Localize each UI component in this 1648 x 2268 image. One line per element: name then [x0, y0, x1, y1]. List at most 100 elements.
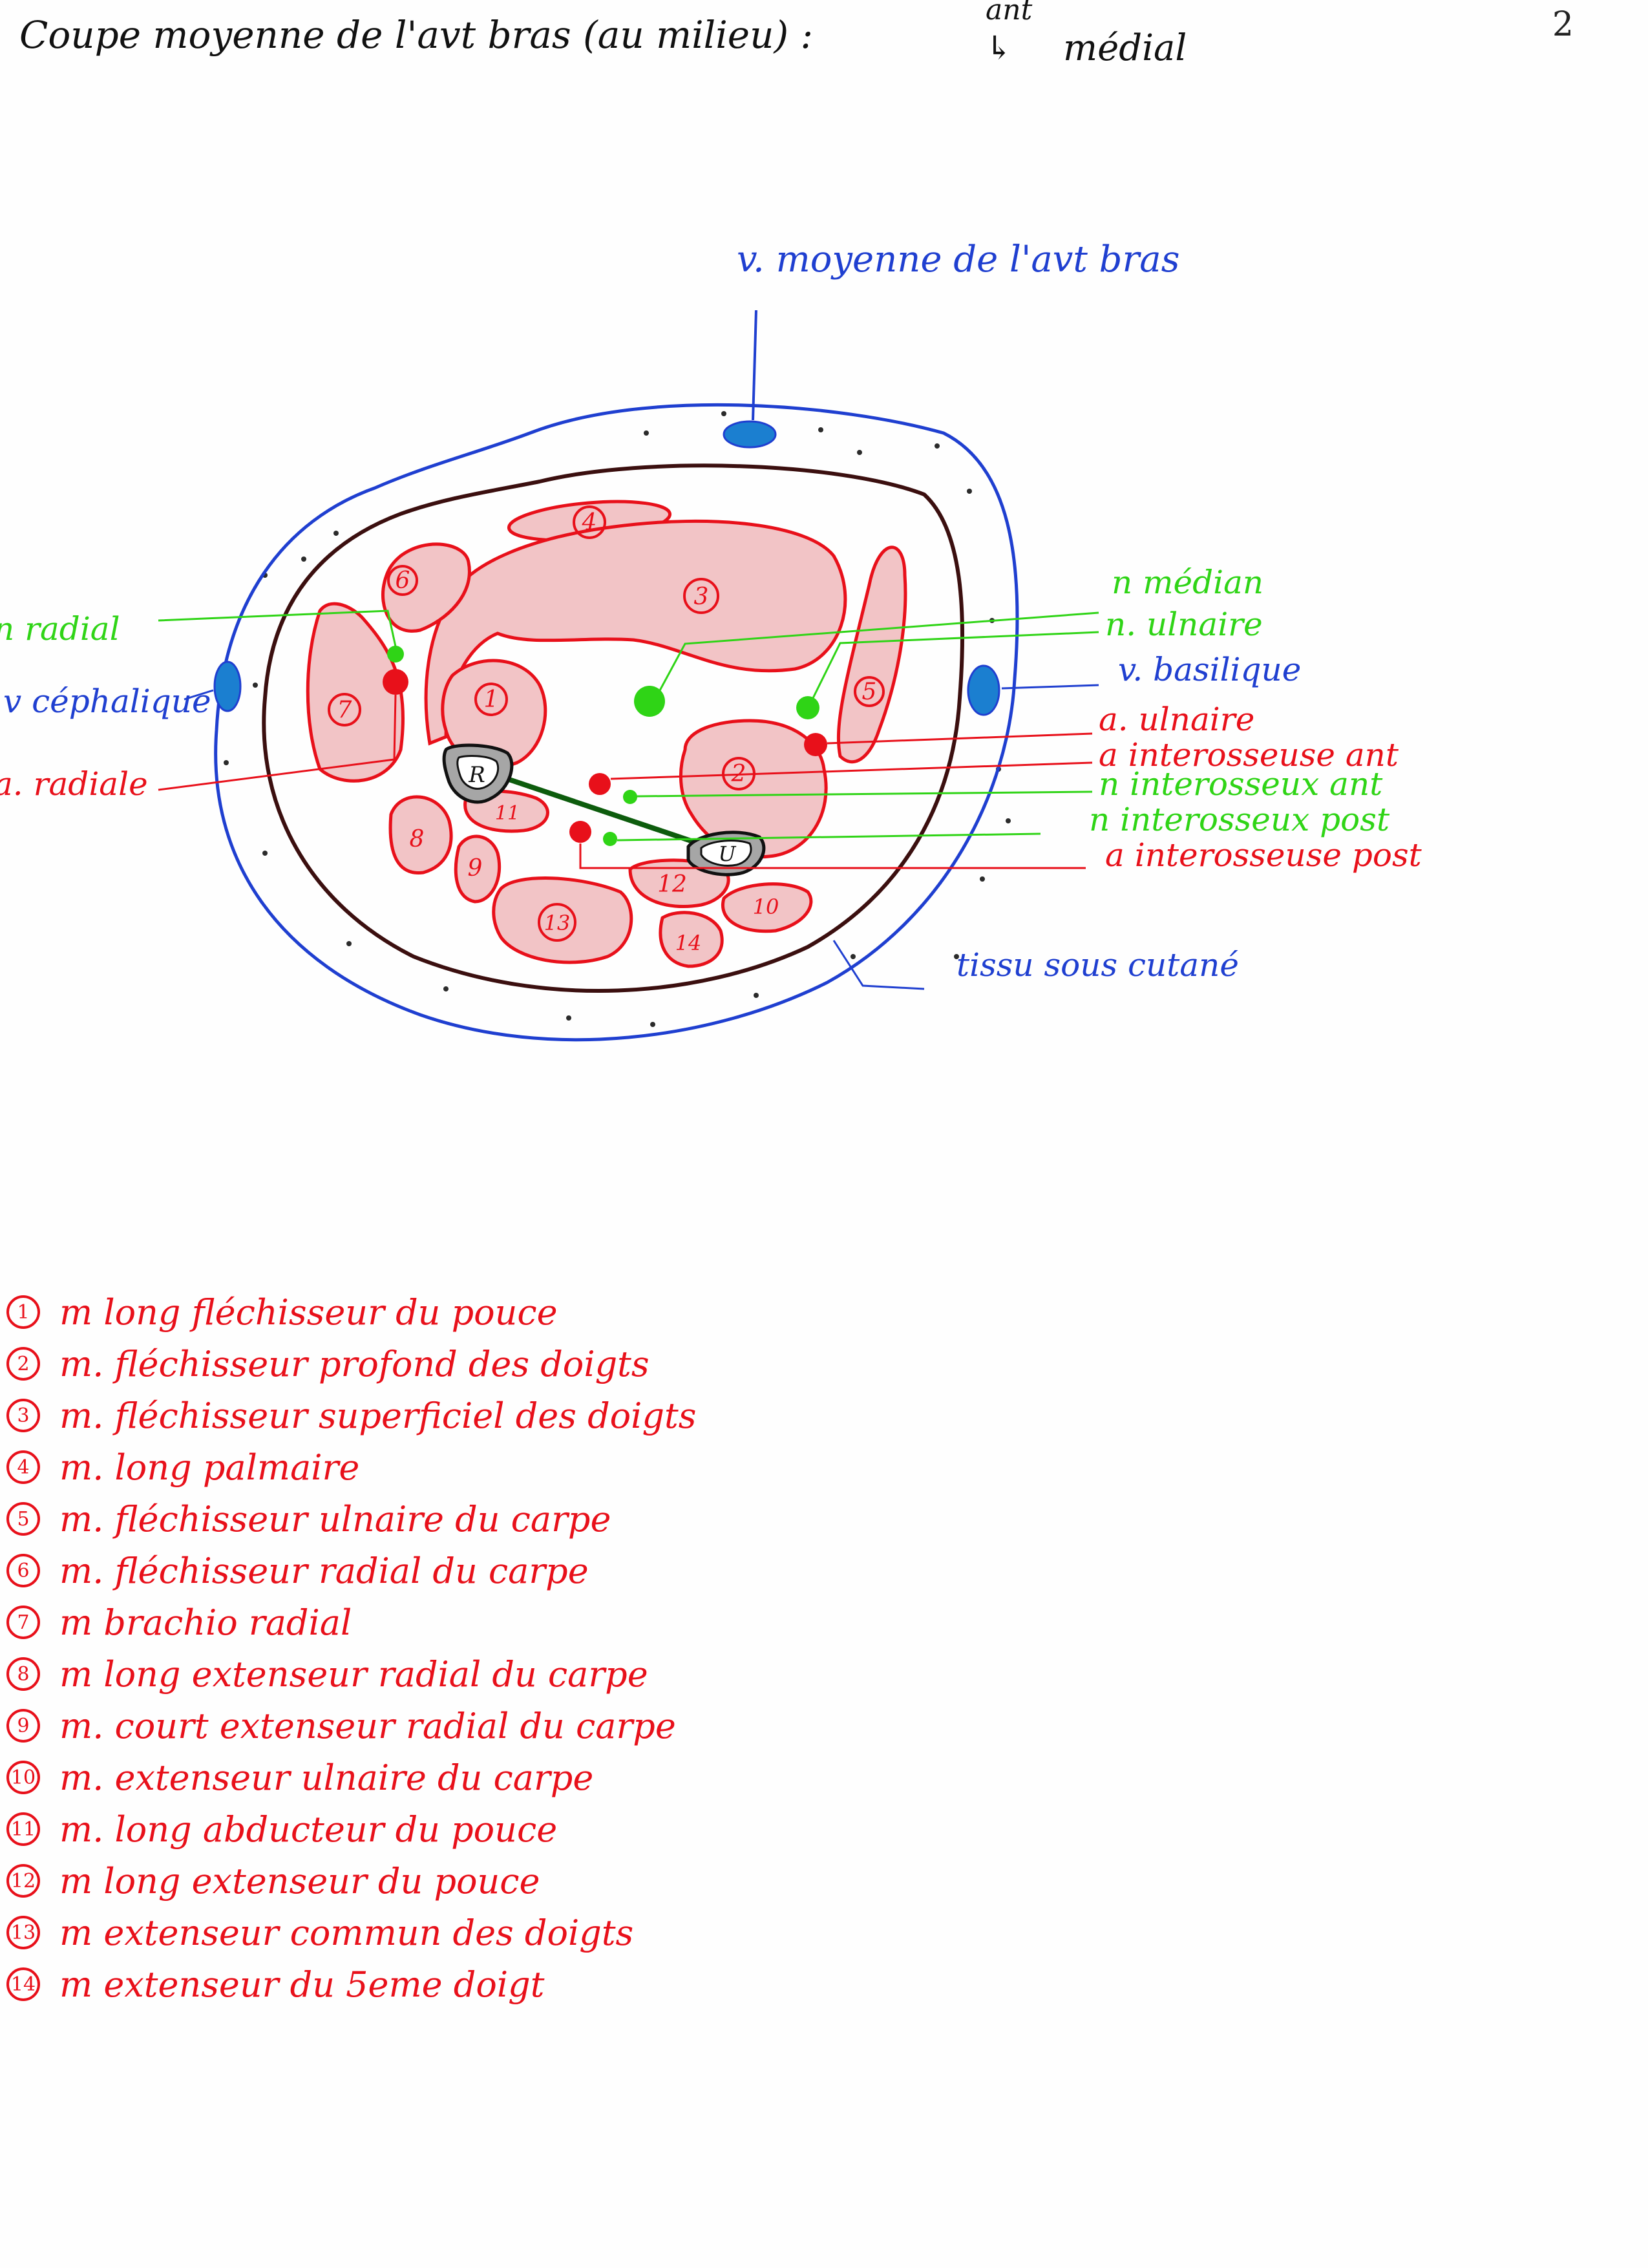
muscle-number-13: 13 [544, 911, 571, 935]
posterior-interosseous-nerve [603, 832, 617, 846]
radius-bone: R [442, 743, 514, 804]
legend-item-number: 12 [6, 1864, 40, 1898]
legend-item-number: 14 [6, 1967, 40, 2001]
ulnar-nerve-label: n. ulnaire [1105, 606, 1263, 643]
muscle-number-1: 1 [484, 686, 499, 713]
posterior-interosseous-artery [569, 821, 591, 843]
legend-item-text: m long extenseur radial du carpe [59, 1653, 648, 1695]
ulnar-nerve [796, 696, 819, 719]
anterior-interosseous-nerve-label: n interosseux ant [1099, 765, 1383, 803]
muscle-number-6: 6 [396, 567, 410, 594]
legend-item: 7 m brachio radial [6, 1596, 847, 1648]
median-vein-label: v. moyenne de l'avt bras [737, 238, 1179, 281]
page-title: Coupe moyenne de l'avt bras (au milieu) … [19, 13, 814, 57]
legend-item-number: 6 [6, 1554, 40, 1587]
legend-item-text: m extenseur commun des doigts [59, 1912, 634, 1953]
subcutaneous-tissue-label: tissu sous cutané [956, 946, 1239, 984]
muscle-number-4: 4 [582, 509, 597, 536]
legend-item-number: 4 [6, 1450, 40, 1484]
legend-item-number: 13 [6, 1916, 40, 1949]
anterior-interosseous-artery-label: a interosseuse ant [1099, 736, 1399, 774]
legend-item-number: 8 [6, 1657, 40, 1691]
legend-item-text: m. long palmaire [59, 1447, 360, 1488]
median-vein-of-forearm [723, 420, 777, 449]
posterior-interosseous-nerve-label: n interosseux post [1089, 801, 1390, 838]
legend-item-text: m brachio radial [59, 1602, 352, 1643]
skin-outline [214, 403, 1019, 1042]
legend-item-number: 2 [6, 1347, 40, 1381]
legend-item-number: 5 [6, 1502, 40, 1536]
vessels-nerves [383, 646, 827, 846]
muscle-5 [836, 546, 907, 764]
legend-item: 11 m. long abducteur du pouce [6, 1803, 847, 1855]
legend-item-text: m long fléchisseur du pouce [59, 1291, 558, 1333]
cephalic-vein-label: v céphalique [3, 683, 211, 720]
legend-item: 5 m. fléchisseur ulnaire du carpe [6, 1493, 847, 1545]
muscle-9 [454, 834, 502, 904]
legend-item-text: m. fléchisseur radial du carpe [59, 1550, 589, 1591]
legend-item-text: m. extenseur ulnaire du carpe [59, 1757, 594, 1798]
legend-item: 12 m long extenseur du pouce [6, 1855, 847, 1907]
muscle-number-14: 14 [675, 931, 702, 955]
basilic-vein-label: v. basilique [1118, 651, 1301, 688]
legend-item: 4 m. long palmaire [6, 1441, 847, 1493]
muscle-number-5: 5 [862, 679, 877, 705]
median-nerve [634, 686, 665, 717]
muscle-8 [388, 795, 453, 874]
radial-nerve-label: n radial [0, 610, 120, 648]
legend-item: 3 m. fléchisseur superficiel des doigts [6, 1390, 847, 1441]
ulna-bone: U [686, 831, 766, 876]
muscle-2 [679, 719, 828, 859]
cephalic-vein [213, 661, 242, 712]
muscle-number-9: 9 [468, 855, 483, 882]
legend-item-number: 10 [6, 1761, 40, 1794]
anterior-interosseous-artery [589, 773, 611, 795]
legend-item-number: 3 [6, 1399, 40, 1432]
legend-item: 8 m long extenseur radial du carpe [6, 1648, 847, 1700]
legend-item-number: 11 [6, 1812, 40, 1846]
muscle-number-10: 10 [753, 895, 779, 919]
ulnar-artery [804, 733, 827, 756]
legend-item-number: 7 [6, 1606, 40, 1639]
radial-artery [383, 669, 408, 695]
legend-item: 14 m extenseur du 5eme doigt [6, 1958, 847, 2010]
radial-artery-label: a. radiale [0, 765, 148, 803]
ulnar-artery-label: a. ulnaire [1099, 701, 1254, 738]
median-nerve-label: n médian [1112, 564, 1263, 601]
forearm-cross-section-diagram: v. moyenne de l'avt bras 4 3 6 7 [0, 238, 1422, 1042]
muscle-13 [492, 876, 633, 964]
legend-item: 6 m. fléchisseur radial du carpe [6, 1545, 847, 1596]
anterior-interosseous-nerve [623, 790, 637, 804]
legend-item-text: m long extenseur du pouce [59, 1860, 540, 1902]
muscles [306, 500, 907, 968]
legend-item-text: m. long abducteur du pouce [59, 1808, 558, 1850]
muscle-number-12: 12 [657, 871, 687, 898]
muscle-10 [721, 882, 813, 933]
interosseous-membrane [496, 773, 706, 848]
muscle-14 [659, 911, 724, 968]
deep-fascia [262, 463, 965, 993]
orientation-arrow-icon: ↳ [986, 29, 1013, 67]
orientation-medial: médial [1063, 27, 1187, 69]
muscle-7 [306, 602, 405, 783]
muscle-number-11: 11 [495, 802, 520, 825]
legend-item-number: 9 [6, 1709, 40, 1743]
ulna-label: U [719, 842, 737, 866]
legend-item: 9 m. court extenseur radial du carpe [6, 1700, 847, 1752]
legend-item-text: m. fléchisseur ulnaire du carpe [59, 1498, 611, 1540]
muscle-number-7: 7 [337, 697, 352, 723]
legend-item-text: m. fléchisseur superficiel des doigts [59, 1395, 697, 1436]
legend-item-text: m. court extenseur radial du carpe [59, 1705, 676, 1746]
legend-item-text: m extenseur du 5eme doigt [59, 1964, 545, 2005]
muscle-number-8: 8 [410, 826, 425, 853]
diagram-labels: n radial v céphalique a. radiale n média… [0, 564, 1422, 984]
leader-lines [158, 609, 1099, 990]
legend-item-text: m. fléchisseur profond des doigts [59, 1343, 650, 1384]
muscle-number-3: 3 [694, 584, 709, 610]
muscle-numbers: 4 3 6 7 1 2 5 8 9 11 12 13 10 14 [328, 505, 885, 955]
radius-label: R [468, 762, 485, 788]
median-vein-pointer [752, 310, 757, 421]
